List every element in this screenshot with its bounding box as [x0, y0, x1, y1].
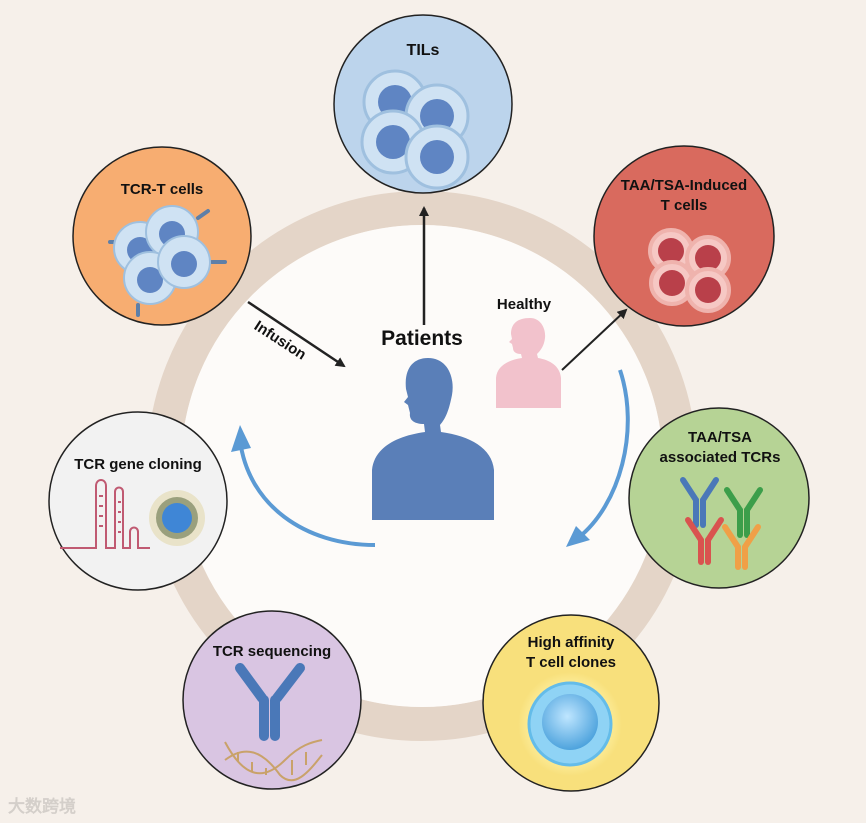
- patient-silhouette-icon: [372, 358, 494, 520]
- node-high-affinity-label-1: High affinity: [527, 634, 615, 651]
- node-circle: [48, 411, 228, 591]
- healthy-label: Healthy: [496, 296, 552, 313]
- node-tils: [333, 14, 513, 194]
- node-taa-induced-label-1: TAA/TSA-Induced: [620, 177, 748, 194]
- node-tcrs-label-2: associated TCRs: [659, 449, 781, 466]
- tcr-t-cells-icon: [108, 205, 227, 317]
- gene-structure-icon: [60, 479, 150, 549]
- node-high-affinity: [482, 614, 660, 792]
- watermark: 大数跨境: [8, 797, 76, 817]
- node-tcrs-label-1: TAA/TSA: [688, 429, 752, 446]
- cloned-cell-icon: [149, 490, 205, 546]
- node-tcr-cloning-label: TCR gene cloning: [74, 456, 202, 473]
- cycle-arrow-right-head: [566, 526, 590, 547]
- node-tcrs: [628, 407, 810, 589]
- infusion-arrow: [247, 300, 346, 368]
- tcr-receptors-icon: [680, 477, 763, 570]
- cycle-arrow-left: [238, 439, 376, 547]
- node-high-affinity-label-2: T cell clones: [525, 654, 617, 671]
- node-circle: [628, 407, 810, 589]
- healthy-silhouette-icon: [496, 318, 561, 408]
- node-tcr-t: [72, 146, 252, 326]
- tcr-receptor-icon: [235, 663, 305, 741]
- til-cells-icon: [360, 69, 470, 190]
- node-tcr-sequencing-label: TCR sequencing: [212, 643, 332, 660]
- node-tcr-t-label: TCR-T cells: [120, 181, 204, 198]
- node-taa-induced-label-2: T cells: [660, 197, 708, 214]
- node-tcr-cloning: [48, 411, 228, 591]
- arrow-to-taa-induced: [561, 308, 628, 371]
- t-cell-clone-icon: [527, 681, 613, 767]
- cycle-arrow-right: [576, 369, 630, 540]
- node-taa-induced: [593, 145, 775, 327]
- cycle-arrow-left-head: [231, 425, 251, 452]
- dna-helix-icon: [224, 739, 323, 782]
- node-tcr-sequencing: [182, 610, 362, 790]
- patients-label: Patients: [381, 327, 463, 350]
- induced-t-cells-icon: [648, 228, 731, 313]
- node-tils-label: TILs: [406, 42, 440, 59]
